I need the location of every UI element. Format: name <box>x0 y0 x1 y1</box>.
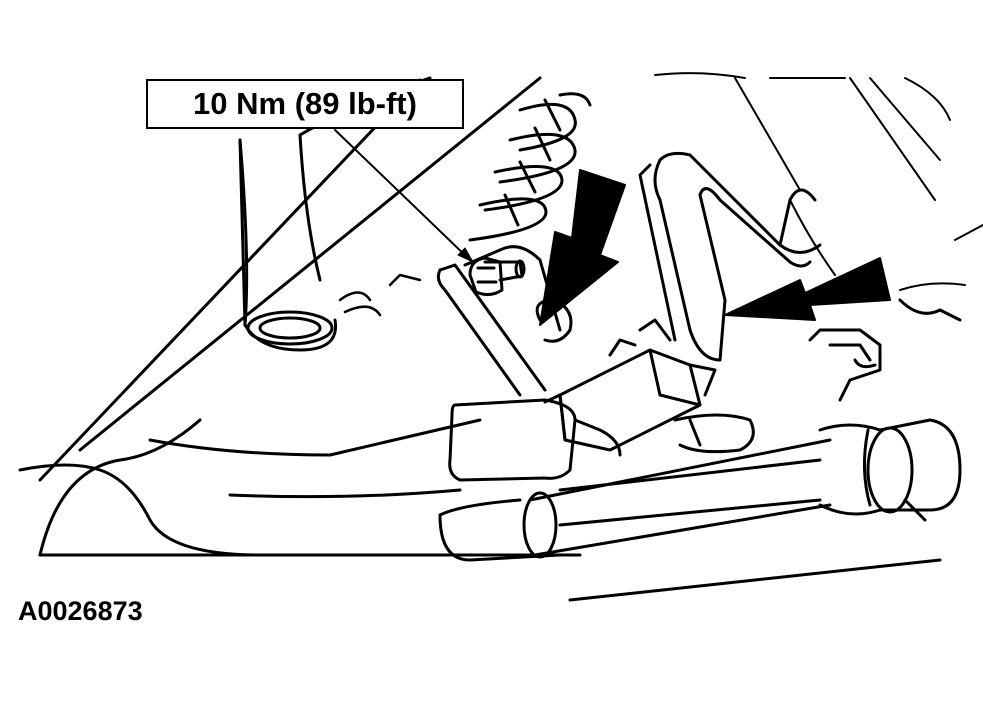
torque-leader-line <box>334 129 471 261</box>
stabilizer-bar <box>522 418 962 559</box>
frame-bracket-right <box>673 298 962 454</box>
bushing-block <box>448 398 622 482</box>
torque-callout-box: 10 Nm (89 lb-ft) <box>146 79 464 129</box>
hose-detail <box>338 273 422 317</box>
coil-spring <box>468 92 592 242</box>
bar-bracket <box>543 318 717 452</box>
torque-spec-label: 10 Nm (89 lb-ft) <box>193 86 417 121</box>
torque-leader-arrowhead <box>457 247 474 263</box>
stabilizer-link <box>638 151 822 362</box>
figure-id-label: A0026873 <box>18 596 143 626</box>
body-panel-lines <box>654 72 983 291</box>
pointer-arrow-icon <box>724 257 891 321</box>
pointer-arrow-icon <box>539 169 626 326</box>
bolt-nut <box>468 256 526 297</box>
support-strap <box>436 245 573 397</box>
frame-rails <box>18 418 942 602</box>
arm-bushing <box>246 310 334 346</box>
